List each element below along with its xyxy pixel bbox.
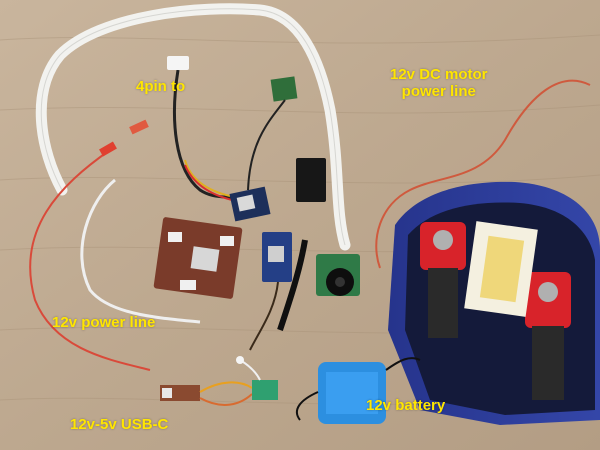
connector-4pin — [167, 56, 189, 70]
gps-antenna — [270, 76, 298, 102]
label-motor-line2: power line — [401, 83, 476, 100]
label-4pin: 4pin to — [136, 78, 186, 95]
label-motor-power-line: 12v DC motor power line — [390, 66, 488, 100]
black-wire — [173, 69, 241, 202]
power-line-white — [80, 178, 201, 324]
label-motor-line1: 12v DC motor — [390, 66, 488, 83]
power-line-red — [29, 149, 151, 371]
black-sensor — [296, 158, 326, 202]
black-cable — [277, 239, 308, 331]
label-power-line: 12v power line — [52, 314, 156, 331]
label-usbc: 12v-5v USB-C — [70, 416, 169, 433]
motor-power-line — [375, 79, 591, 269]
label-battery: 12v battery — [366, 397, 446, 414]
green-terminal — [252, 380, 278, 400]
